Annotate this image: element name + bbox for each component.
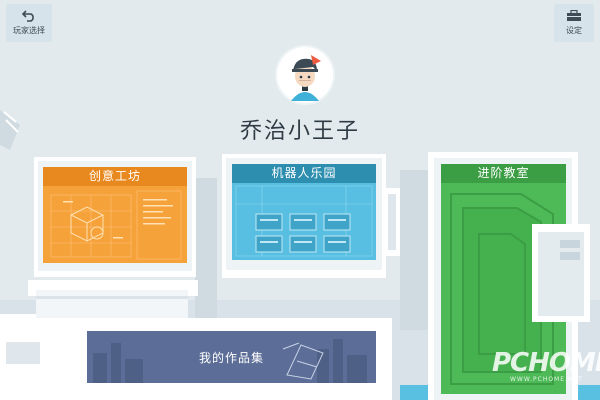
advanced-classroom-title: 进阶教室 <box>441 164 566 183</box>
my-works-button[interactable]: 我的作品集 <box>87 331 376 383</box>
city-skyline-icon <box>93 339 367 383</box>
undo-arrow-icon <box>22 10 34 22</box>
player-name: 乔治小王子 <box>239 119 360 144</box>
creative-workshop-panel[interactable]: 创意工坊 <box>43 167 187 263</box>
blueprint-grid-icon <box>235 185 373 257</box>
creative-workshop-title: 创意工坊 <box>43 167 187 186</box>
boy-avatar-icon <box>278 48 332 102</box>
avatar[interactable] <box>277 47 333 103</box>
back-button[interactable]: 玩家选择 <box>6 4 52 42</box>
pchome-watermark: PCHOME WWW.PCHOME.NET <box>486 348 600 388</box>
advanced-classroom-panel[interactable]: 进阶教室 <box>441 164 566 394</box>
blueprint-cube-icon <box>50 190 182 260</box>
door-icon <box>450 193 554 385</box>
robot-park-title: 机器人乐园 <box>232 164 376 183</box>
watermark-url: WWW.PCHOME.NET <box>510 376 583 383</box>
back-button-label: 玩家选择 <box>13 26 45 35</box>
settings-button[interactable]: 设定 <box>554 4 594 42</box>
robot-park-panel[interactable]: 机器人乐园 <box>232 164 376 260</box>
settings-button-label: 设定 <box>566 26 582 35</box>
watermark-brand: PCHOME <box>492 348 600 378</box>
toolbox-icon <box>567 10 581 21</box>
my-works-label: 我的作品集 <box>198 351 264 365</box>
